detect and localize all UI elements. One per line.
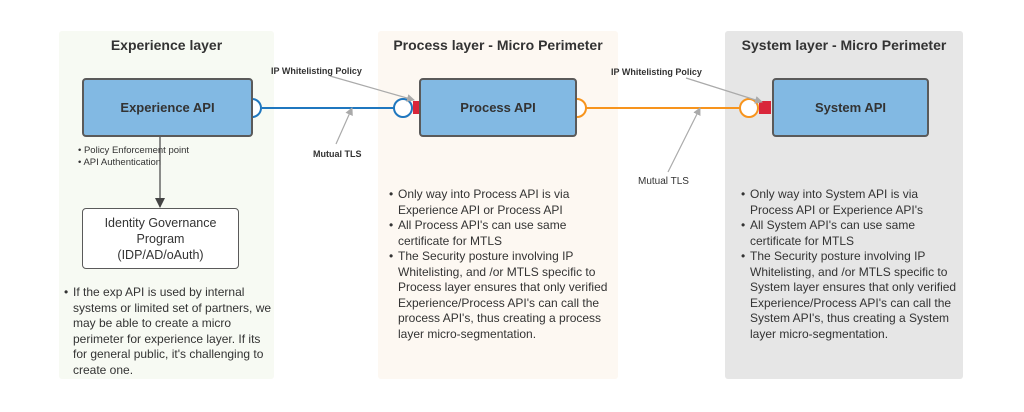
tls-annotation-arrow-2: [667, 107, 701, 173]
note-item: All System API's can use same certificat…: [741, 218, 963, 249]
note-item: If the exp API is used by internal syste…: [64, 285, 276, 378]
policy-annotation-arrow-2: [685, 77, 763, 104]
experience-api-label: Experience API: [120, 100, 215, 115]
proc-api-inbound-port-icon: [393, 98, 413, 118]
idp-line: Identity Governance: [104, 216, 217, 230]
idp-line: (IDP/AD/oAuth): [117, 248, 204, 262]
process-layer-notes: Only way into Process API is via Experie…: [389, 187, 619, 342]
bullet-item: Policy Enforcement point: [78, 145, 189, 157]
note-item: The Security posture involving IP Whitel…: [389, 249, 619, 342]
bullet-item: API Authentication: [78, 157, 189, 169]
experience-api-bullets: Policy Enforcement point API Authenticat…: [78, 145, 189, 169]
system-layer-notes: Only way into System API is via Process …: [741, 187, 963, 342]
experience-layer-title: Experience layer: [110, 37, 223, 53]
ip-whitelisting-label-1: IP Whitelisting Policy: [271, 66, 362, 76]
sys-policy-marker-icon: [759, 101, 771, 114]
tls-annotation-arrow-1: [335, 107, 353, 145]
process-layer-title: Process layer - Micro Perimeter: [393, 37, 603, 53]
mutual-tls-label-2: Mutual TLS: [638, 176, 689, 187]
system-layer-title: System layer - Micro Perimeter: [741, 37, 947, 53]
sys-api-inbound-port-icon: [739, 98, 759, 118]
ip-whitelisting-label-2: IP Whitelisting Policy: [611, 67, 702, 77]
system-api-label: System API: [814, 100, 887, 115]
mutual-tls-label-1: Mutual TLS: [313, 149, 362, 159]
identity-governance-node[interactable]: Identity Governance Program (IDP/AD/oAut…: [82, 208, 239, 269]
policy-annotation-arrow-1: [329, 75, 415, 102]
note-item: Only way into System API is via Process …: [741, 187, 963, 218]
process-api-node[interactable]: Process API: [419, 78, 577, 137]
system-api-node[interactable]: System API: [772, 78, 929, 137]
experience-api-node[interactable]: Experience API: [82, 78, 253, 137]
note-item: Only way into Process API is via Experie…: [389, 187, 619, 218]
process-api-label: Process API: [460, 100, 536, 115]
note-item: The Security posture involving IP Whitel…: [741, 249, 963, 342]
note-item: All Process API's can use same certifica…: [389, 218, 619, 249]
proc-policy-marker-icon: [413, 101, 424, 114]
idp-line: Program: [136, 232, 185, 246]
experience-layer-notes: If the exp API is used by internal syste…: [64, 285, 276, 378]
